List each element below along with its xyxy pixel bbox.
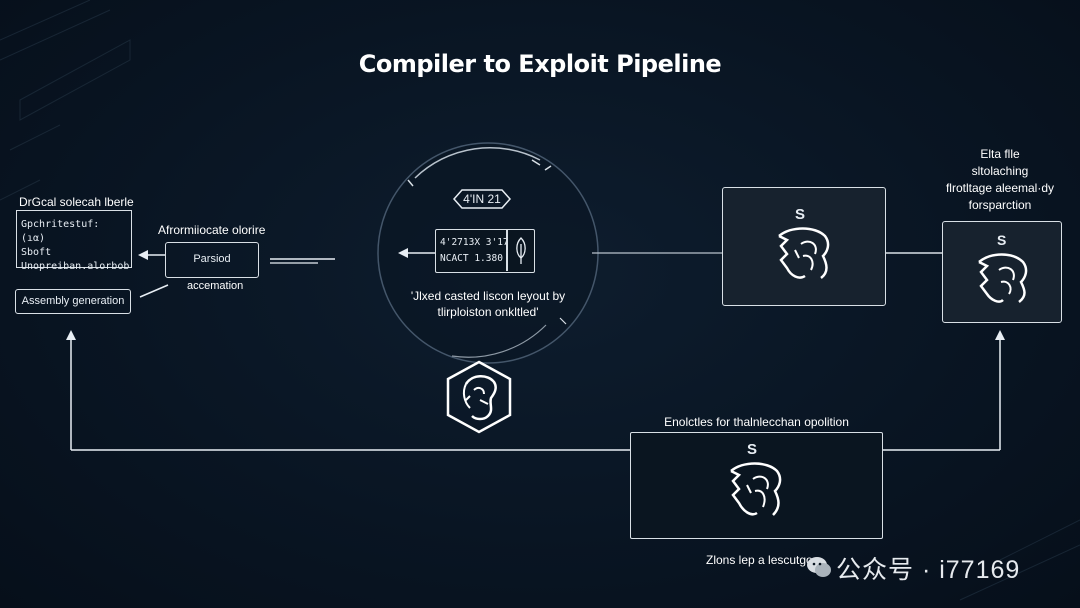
process-panel: S [722,187,886,306]
parse-subcaption: accemation [187,280,244,292]
bottom-subcaption: Zlons lep a lescutgo [706,553,813,567]
center-tag: 4'ΙΝ 21 [448,188,516,210]
final-caption-2: sltolaching [971,164,1029,178]
code-header: DrGcal solecah lberle [19,195,134,209]
page-title: Compiler to Exploit Pipeline [358,50,722,78]
parsing-box: Parsiod [165,242,259,278]
center-caption-2: tlirploiston onkltled' [437,305,539,319]
panel-letter: S [795,206,806,223]
center-code-line: 4'2713Χ 3'17 [440,237,509,248]
center-code-box: 4'2713Χ 3'17 ΝCΑCΤ 1.380 [435,229,535,273]
bottom-panel: S [630,432,883,539]
final-caption-3: flrotltage aleemal·dy [945,181,1055,195]
bottom-caption: Enolctles for thalnlecchan opolition [664,415,849,429]
center-caption-1: 'Jlxed casted liscon leyout by [410,289,566,303]
parse-caption: Afrormiiocate olorire [158,223,266,237]
assembly-label: Assembly generation [21,295,125,307]
code-box: Gpchritestuf: (ıα) Sboft Unopreiban.alor… [16,210,132,272]
head-profile-icon [978,253,1028,303]
code-line: Unopreiban.alorbob [21,261,130,272]
center-tag-label: 4'ΙΝ 21 [463,192,501,206]
final-panel-letter: S [997,232,1007,248]
final-caption-4: forsparction [968,198,1032,212]
head-profile-icon [778,227,830,279]
final-exploit-panel: S [942,221,1062,323]
code-line: Gpchritestuf: (ıα) [21,219,100,244]
watermark-text: 公众号 · i77169 [836,556,1021,584]
center-code-line: ΝCΑCΤ 1.380 [440,253,503,264]
parse-label: Parsiod [193,253,231,265]
bottom-panel-letter: S [747,441,758,458]
final-caption-1: Elta flle [980,147,1020,161]
head-hexagon-icon [446,360,512,434]
feather-icon [516,237,526,264]
code-line: Sboft [21,247,52,258]
head-profile-icon [730,462,782,516]
assembly-generation-box: Assembly generation [15,289,131,314]
chat-bubble-icon [807,557,831,577]
